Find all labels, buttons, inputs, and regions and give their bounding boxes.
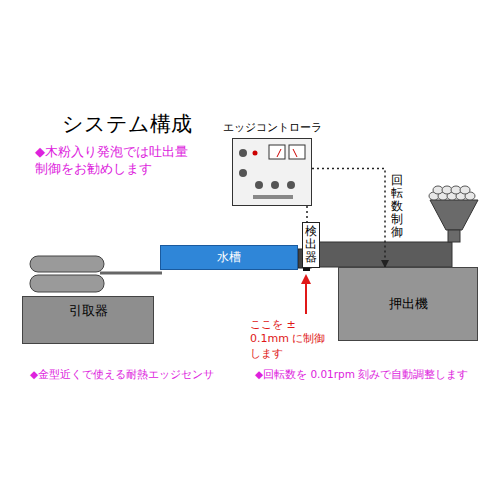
note-label: ◆木粉入り発泡では吐出量 制御をお勧めします [35, 144, 203, 178]
knob [239, 169, 247, 177]
puller-box: 引取器 [22, 296, 154, 344]
hopper [430, 200, 478, 230]
knob [255, 181, 263, 189]
profile-rod [100, 272, 162, 275]
red-arrowhead [301, 274, 311, 284]
switch-row [253, 195, 293, 199]
control-connector [312, 169, 385, 267]
pellet [460, 186, 470, 194]
water-tank: 水槽 [160, 245, 298, 270]
meter [289, 145, 305, 159]
node-heading: エッジコントローラ [223, 120, 322, 135]
node-label: 引取器 [69, 303, 108, 319]
edge-label: 回転数制御 [391, 174, 403, 240]
knob [239, 149, 247, 157]
meter-needle [293, 149, 297, 157]
knob [271, 181, 279, 189]
upper-roller [30, 256, 104, 272]
node-label: 水槽 [217, 250, 241, 264]
lamp [253, 151, 258, 156]
detector-box: 検出器 [302, 222, 320, 268]
meter-needle [277, 149, 281, 157]
extruder-barrel [310, 242, 452, 267]
node-label: 検出器 [305, 225, 317, 265]
knob [287, 181, 295, 189]
diagram-title: システム構成 [62, 110, 192, 138]
note-label: ◆金型近くで使える耐熱エッジセンサ [30, 368, 214, 382]
pellets [429, 186, 475, 200]
control-connector [306, 206, 308, 222]
meter [269, 145, 285, 159]
controller-panel [233, 139, 311, 205]
note-label: ◆回転数を 0.01rpm 刻みで自動調整します [255, 368, 468, 382]
red-arrow [305, 282, 307, 314]
lower-roller [30, 275, 104, 292]
note-label: ここを ± 0.1mm に制御します [250, 318, 336, 361]
node-label: 押出機 [389, 296, 428, 312]
extruder-box: 押出機 [338, 267, 478, 341]
edge-controller: エッジコントローラ [232, 138, 312, 206]
hopper-neck [448, 230, 460, 242]
